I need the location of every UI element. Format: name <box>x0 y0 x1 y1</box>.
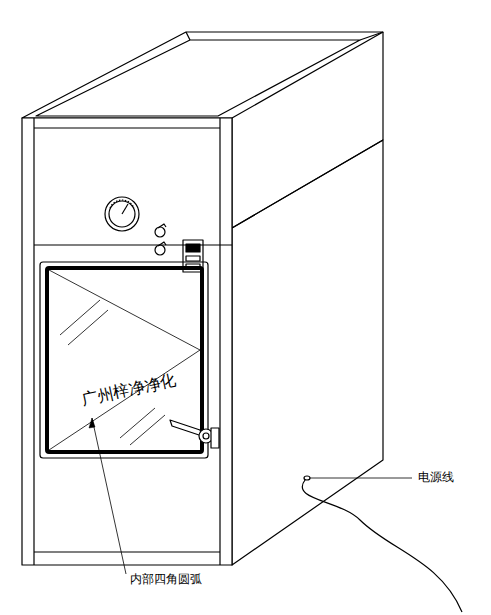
side-edge <box>232 140 383 228</box>
switch-knob <box>155 227 165 237</box>
panel-divider <box>34 244 232 245</box>
door-frame <box>40 262 208 458</box>
glass-glint <box>68 310 108 345</box>
glass-glint <box>130 415 165 445</box>
pressure-gauge <box>105 197 139 231</box>
cord-outlet <box>304 476 310 480</box>
door-latch <box>203 433 209 439</box>
front-frame <box>34 551 220 552</box>
gauge-needle <box>122 204 128 214</box>
top-edge <box>186 32 190 40</box>
switch-knob <box>155 245 165 255</box>
leader-line <box>92 418 126 574</box>
front-frame <box>219 118 220 565</box>
callout-label: 内部四角圆弧 <box>130 572 202 586</box>
latch-plate <box>211 428 219 448</box>
door-handle <box>170 420 202 436</box>
timer-display <box>186 244 200 252</box>
inner-edge <box>49 350 200 450</box>
front-frame <box>34 127 220 128</box>
top-edge <box>360 32 383 40</box>
front-frame <box>33 118 34 565</box>
leader-arrowhead <box>89 418 95 428</box>
top-panel <box>36 40 360 116</box>
glass-glint <box>60 300 100 335</box>
timer-display <box>186 256 200 261</box>
callout-label: 电源线 <box>418 470 454 484</box>
gauge-scale <box>110 200 134 208</box>
switch-knob <box>158 224 166 228</box>
side-face <box>232 140 383 565</box>
front-face <box>22 118 232 565</box>
leader-line <box>310 478 412 479</box>
glass-glint <box>120 408 155 438</box>
window-gasket <box>47 268 202 452</box>
pressure-gauge <box>109 201 135 227</box>
top-face <box>22 32 383 118</box>
side-edge <box>382 32 383 140</box>
switch-knob <box>158 242 166 246</box>
inner-edge <box>49 270 200 350</box>
power-cord <box>302 480 462 612</box>
